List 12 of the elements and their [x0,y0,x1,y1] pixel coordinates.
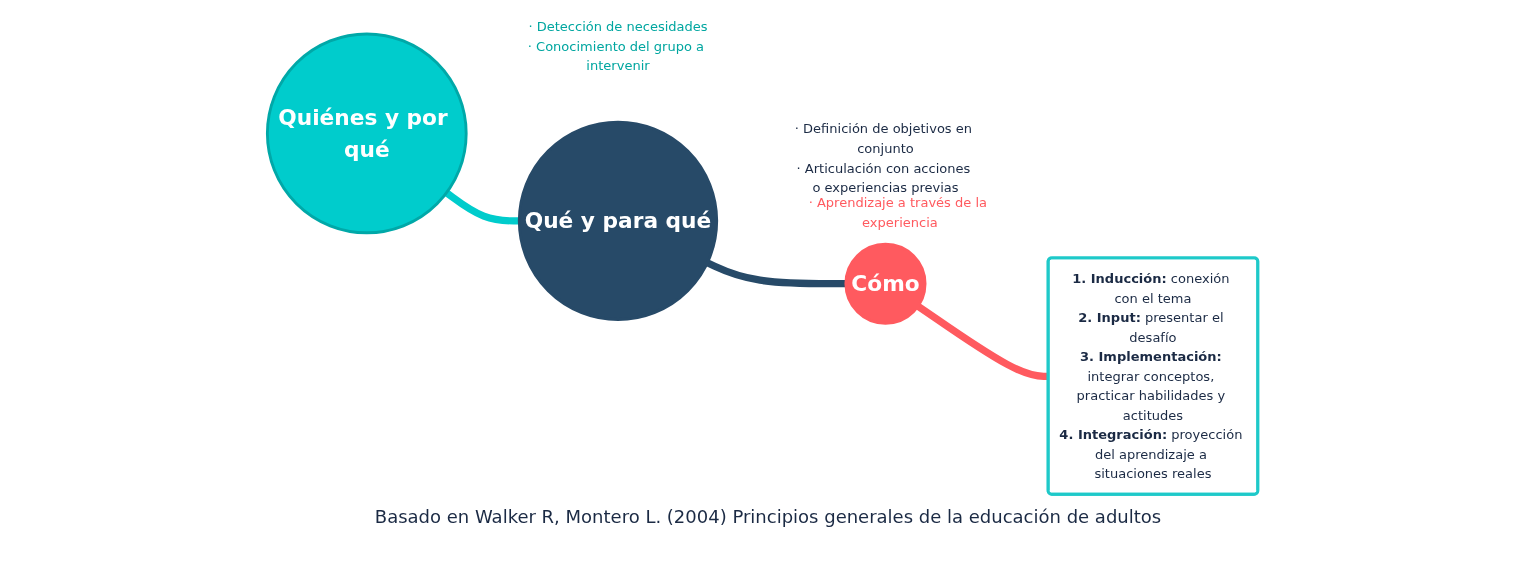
caption: Basado en Walker R, Montero L. (2004) Principios generales de la educación de adultos [374,506,1162,527]
node-circle: Quiénes y por qué [265,32,468,235]
node-label: · Articulación con acciones o experiencias previas [796,160,971,195]
node-label: · Detección de necesidades [528,18,708,34]
node-circle: Qué y para qué [517,120,719,321]
node-label: · Aprendizaje a través de la experiencia [808,194,988,230]
node-label: · Conocimiento del grupo a intervenir [527,38,705,74]
connector [916,303,1049,380]
node-circle: Cómo [844,242,927,325]
connector [444,189,520,225]
connector [705,259,846,288]
node-label: · Definición de objetivos en conjunto [794,121,973,156]
